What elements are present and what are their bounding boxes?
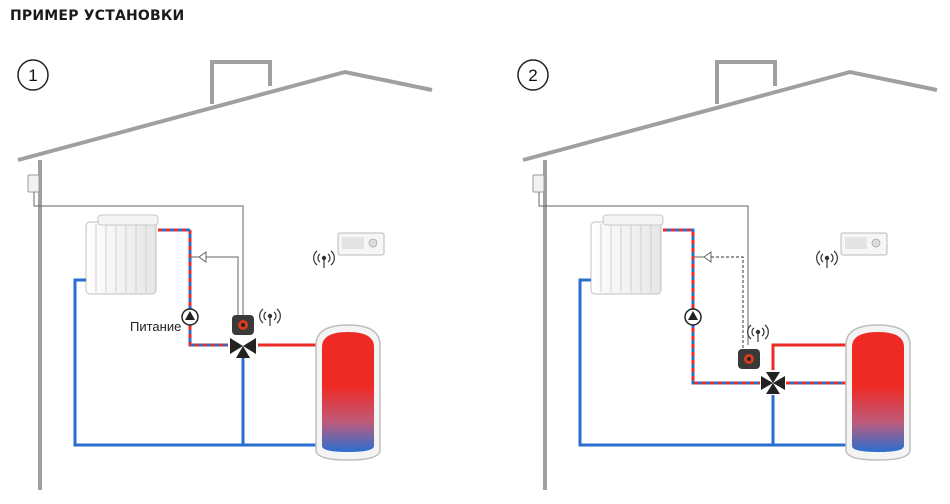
diagram-number: 1 <box>28 66 37 85</box>
flow-sensor-icon <box>693 251 712 263</box>
house-outline <box>522 60 938 490</box>
flow-sensor-icon <box>190 251 207 263</box>
water-tank <box>315 324 381 461</box>
diagram-2: 2 <box>517 59 938 490</box>
radiator <box>590 214 664 295</box>
radiator <box>85 214 159 295</box>
water-tank <box>845 324 911 461</box>
mixing-valve-icon <box>230 338 256 358</box>
diagram-number-badge: 2 <box>517 59 549 91</box>
supply-label: Питание <box>130 319 181 334</box>
outdoor-sensor <box>532 174 545 193</box>
diagram-number-badge: 1 <box>17 59 49 91</box>
return-pipe <box>578 278 775 447</box>
return-pipe <box>73 278 245 447</box>
room-controller <box>840 232 888 256</box>
diagram-1: 1 <box>17 59 433 490</box>
hot-pipe <box>771 343 848 370</box>
flow-sensor-wire <box>206 256 239 320</box>
pump-icon <box>684 308 702 326</box>
wireless-icon <box>747 324 769 342</box>
valve-actuator <box>232 315 254 335</box>
house-outline <box>17 60 433 490</box>
diagram-number: 2 <box>528 66 537 85</box>
outdoor-sensor <box>27 174 40 193</box>
room-controller <box>337 232 385 256</box>
wireless-icon <box>313 250 335 268</box>
wireless-icon <box>816 250 838 268</box>
pump-icon <box>181 308 199 326</box>
mixing-valve-icon <box>761 372 785 394</box>
page-title: ПРИМЕР УСТАНОВКИ <box>10 8 185 24</box>
supply-pipe <box>663 228 760 385</box>
wireless-icon <box>259 308 281 326</box>
flow-sensor-wire <box>711 256 744 350</box>
sensor-wire <box>33 192 244 318</box>
valve-actuator <box>738 349 760 369</box>
sensor-wire <box>538 192 749 345</box>
